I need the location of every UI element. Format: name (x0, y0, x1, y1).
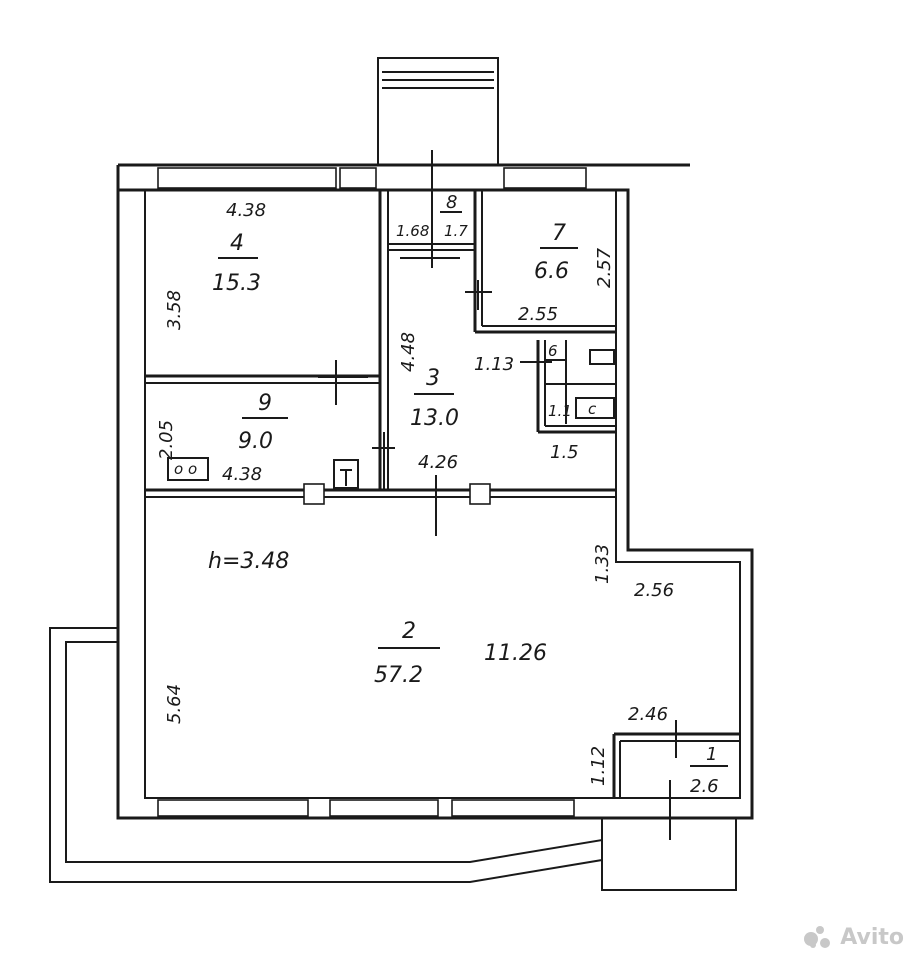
dim-1-1: 1.1 (548, 402, 572, 420)
dim-1-13: 1.13 (474, 354, 514, 375)
svg-text:8: 8 (446, 192, 457, 213)
dim-2-46: 2.46 (628, 704, 668, 725)
svg-text:4: 4 (230, 231, 244, 256)
svg-text:3: 3 (426, 366, 440, 391)
porch-outline (601, 818, 737, 891)
dim-2-05: 2.05 (156, 420, 177, 460)
room-7-label: 7 6.6 (534, 221, 578, 284)
stove-fixture: о о (167, 457, 209, 481)
ceiling-height: h=3.48 (208, 549, 289, 574)
dim-4-38-bottom: 4.38 (222, 464, 262, 485)
dim-4-38-top: 4.38 (226, 200, 266, 221)
svg-text:7: 7 (552, 221, 566, 246)
balcony-outline (49, 627, 603, 883)
svg-text:2: 2 (402, 619, 416, 644)
outer-wall-inner-line (144, 190, 741, 799)
room-4-label: 4 15.3 (212, 231, 261, 296)
avito-logo-icon (804, 925, 834, 950)
svg-text:6.6: 6.6 (534, 259, 569, 284)
svg-text:9: 9 (258, 391, 272, 416)
svg-text:9.0: 9.0 (238, 429, 273, 454)
dim-4-48: 4.48 (398, 332, 419, 372)
dim-1-33: 1.33 (592, 544, 613, 584)
window-top-2 (339, 167, 377, 189)
room-9-label: 9 9.0 (238, 391, 288, 454)
window-top-3 (503, 167, 587, 189)
room-1-label: 1 2.6 (690, 744, 728, 797)
avito-watermark: Avito (804, 925, 904, 950)
dim-1-5: 1.5 (550, 442, 579, 463)
svg-text:57.2: 57.2 (374, 663, 423, 688)
door-markers (303, 150, 677, 840)
room-8-label: 8 (440, 192, 462, 213)
room-6-label: 6 (546, 342, 566, 361)
svg-text:6: 6 (548, 342, 558, 360)
dim-2-55: 2.55 (518, 304, 558, 325)
window-bottom-2 (329, 799, 439, 817)
dim-2-57: 2.57 (594, 247, 615, 288)
window-top-1 (157, 167, 337, 189)
dim-1-68: 1.68 (396, 222, 429, 240)
svg-text:1: 1 (706, 744, 717, 765)
dim-2-56: 2.56 (634, 580, 674, 601)
bath-label: c (588, 400, 597, 418)
dim-4-26: 4.26 (418, 452, 458, 473)
room-3-label: 3 13.0 (410, 366, 459, 431)
bath-fixture: c (575, 349, 615, 419)
svg-text:2.6: 2.6 (690, 776, 719, 797)
shaft (377, 57, 499, 166)
svg-text:15.3: 15.3 (212, 271, 261, 296)
room-2-label: 2 57.2 (374, 619, 440, 688)
dim-3-58: 3.58 (164, 290, 185, 330)
window-bottom-3 (451, 799, 575, 817)
avito-brand-text: Avito (840, 925, 904, 950)
dim-11-26: 11.26 (484, 641, 547, 666)
dim-1-7: 1.7 (444, 222, 468, 240)
stove-label: о о (174, 460, 197, 478)
dim-5-64: 5.64 (164, 684, 185, 724)
dim-1-12: 1.12 (588, 746, 609, 786)
sink-fixture (333, 459, 359, 489)
svg-text:13.0: 13.0 (410, 406, 459, 431)
window-bottom-1 (157, 799, 309, 817)
dimension-labels: 4.38 3.58 1.68 1.7 2.57 2.55 4.48 1.13 1… (156, 200, 674, 786)
